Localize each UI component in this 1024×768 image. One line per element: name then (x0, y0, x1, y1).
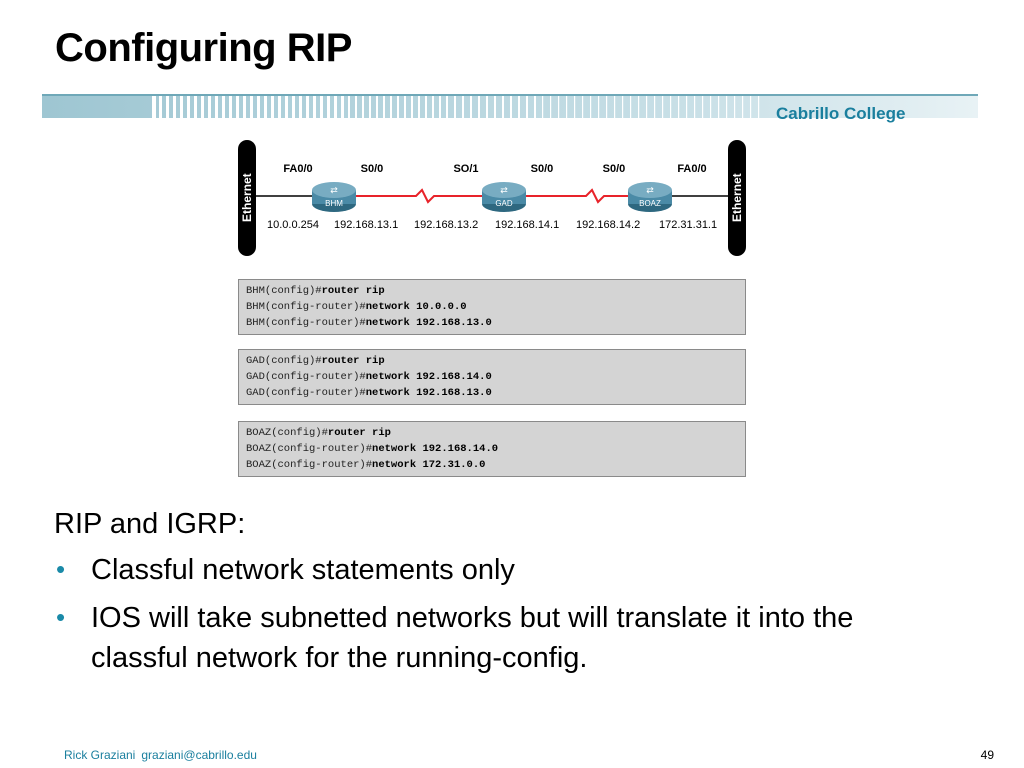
config-line: BOAZ(config-router)#network 192.168.14.0 (246, 443, 499, 455)
router-cross-arrows-icon: ⇄ (330, 186, 338, 196)
page-number: 49 (980, 748, 994, 762)
interface-label: FA0/0 (283, 163, 312, 175)
footer-author: Rick Graziani (64, 748, 136, 762)
ip-address-label: 172.31.31.1 (659, 219, 717, 231)
ethernet-segment-right: Ethernet (728, 140, 746, 256)
serial-link-gad-boaz (526, 188, 628, 204)
interface-label: SO/1 (453, 163, 478, 175)
serial-link-bhm-gad (354, 188, 482, 204)
bullet-dot-icon: • (56, 602, 66, 632)
router-bhm: ⇄ BHM (312, 182, 356, 212)
router-label-gad: GAD (495, 199, 513, 208)
network-topology-diagram: Ethernet Ethernet ⇄ BHM ⇄ GAD ⇄ BOAZ FA0… (238, 140, 746, 256)
ip-address-label: 192.168.13.1 (334, 219, 398, 231)
router-label-bhm: BHM (325, 199, 343, 208)
ip-address-label: 192.168.14.1 (495, 219, 559, 231)
interface-label: S0/0 (361, 163, 384, 175)
router-cross-arrows-icon: ⇄ (646, 186, 654, 196)
interface-label: S0/0 (531, 163, 554, 175)
config-line: GAD(config-router)#network 192.168.14.0 (246, 371, 492, 383)
router-cross-arrows-icon: ⇄ (500, 186, 508, 196)
slide-body: RIP and IGRP: •Classful network statemen… (54, 504, 954, 686)
slide-title: Configuring RIP (55, 26, 352, 70)
config-line: BOAZ(config)#router rip (246, 427, 391, 439)
config-box-gad: GAD(config)#router rip GAD(config-router… (238, 349, 746, 405)
config-line: GAD(config-router)#network 192.168.13.0 (246, 387, 492, 399)
router-gad: ⇄ GAD (482, 182, 526, 212)
config-line: BHM(config)#router rip (246, 285, 385, 297)
footer-credit: Rick Graziani graziani@cabrillo.edu (64, 748, 263, 762)
ethernet-label-right: Ethernet (730, 173, 744, 222)
body-intro: RIP and IGRP: (54, 508, 246, 540)
config-line: BHM(config-router)#network 10.0.0.0 (246, 301, 467, 313)
footer-email: graziani@cabrillo.edu (141, 748, 257, 762)
config-line: BOAZ(config-router)#network 172.31.0.0 (246, 459, 486, 471)
config-box-boaz: BOAZ(config)#router rip BOAZ(config-rout… (238, 421, 746, 477)
bullet-item: •Classful network statements only (54, 550, 954, 590)
interface-label: S0/0 (603, 163, 626, 175)
bullet-list: •Classful network statements only •IOS w… (54, 550, 954, 678)
bullet-dot-icon: • (56, 554, 66, 584)
ip-address-label: 192.168.14.2 (576, 219, 640, 231)
router-label-boaz: BOAZ (639, 199, 661, 208)
ip-address-label: 192.168.13.2 (414, 219, 478, 231)
bullet-item: •IOS will take subnetted networks but wi… (54, 598, 954, 678)
brand-logo-text: Cabrillo College (776, 104, 906, 123)
ethernet-label-left: Ethernet (240, 173, 254, 222)
router-boaz: ⇄ BOAZ (628, 182, 672, 212)
interface-label: FA0/0 (677, 163, 706, 175)
config-line: GAD(config)#router rip (246, 355, 385, 367)
header-stripe-band (42, 94, 978, 118)
config-box-bhm: BHM(config)#router rip BHM(config-router… (238, 279, 746, 335)
config-line: BHM(config-router)#network 192.168.13.0 (246, 317, 492, 329)
ip-address-label: 10.0.0.254 (267, 219, 319, 231)
ethernet-segment-left: Ethernet (238, 140, 256, 256)
